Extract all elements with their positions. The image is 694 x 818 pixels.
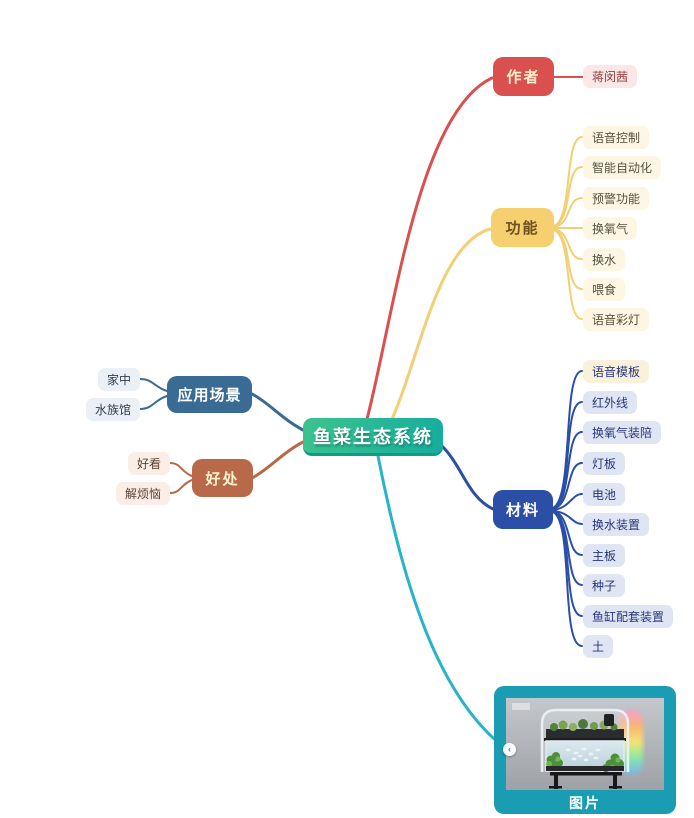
root-node[interactable]: 鱼菜生态系统: [303, 418, 443, 456]
node-scene-home[interactable]: 家中: [97, 368, 140, 391]
node-material-mainboard[interactable]: 主板: [583, 544, 626, 567]
edges-scenes-children: [139, 378, 168, 410]
fish-tank-photo: [506, 698, 664, 790]
edge-root-features: [390, 227, 492, 421]
edges-benefits-children: [169, 462, 193, 494]
node-feature-oxygen[interactable]: 换氧气: [583, 217, 638, 240]
edges-materials-children: [552, 370, 583, 647]
edge-root-materials: [441, 445, 495, 511]
node-feature-water-change[interactable]: 换水: [583, 248, 626, 271]
node-feature-voice-control[interactable]: 语音控制: [583, 126, 650, 149]
node-feature-voice-light[interactable]: 语音彩灯: [583, 308, 650, 331]
node-material-water-change-device[interactable]: 换水装置: [583, 513, 650, 536]
branch-scenes[interactable]: 应用场景: [167, 376, 252, 413]
node-material-battery[interactable]: 电池: [583, 483, 626, 506]
edges-features-children: [553, 136, 583, 320]
edge-root-benefits: [250, 440, 305, 480]
node-material-infrared[interactable]: 红外线: [583, 391, 638, 414]
edge-root-scenes: [250, 392, 305, 432]
node-material-oxygen-device[interactable]: 换氧气装陪: [583, 421, 662, 444]
branch-features[interactable]: 功能: [491, 208, 554, 247]
node-feature-warning[interactable]: 预警功能: [583, 187, 650, 210]
node-feature-smart-automation[interactable]: 智能自动化: [583, 156, 662, 179]
node-benefit-nice-looking[interactable]: 好看: [127, 452, 170, 475]
node-scene-aquarium[interactable]: 水族馆: [85, 398, 140, 421]
node-feature-feeding[interactable]: 喂食: [583, 278, 626, 301]
image-node-label: 图片: [569, 795, 601, 811]
branch-materials[interactable]: 材料: [493, 490, 553, 529]
branch-author[interactable]: 作者: [493, 57, 554, 96]
node-material-seeds[interactable]: 种子: [583, 574, 626, 597]
collapse-handle-icon[interactable]: ‹: [503, 743, 516, 756]
node-material-voice-module[interactable]: 语音模板: [583, 360, 650, 383]
edge-root-author: [365, 76, 584, 421]
branch-image-card[interactable]: 图片 ‹: [494, 686, 676, 814]
node-material-soil[interactable]: 土: [583, 635, 614, 658]
node-material-light-board[interactable]: 灯板: [583, 452, 626, 475]
node-material-tank-accessories[interactable]: 鱼缸配套装置: [583, 605, 674, 628]
branch-benefits[interactable]: 好处: [192, 459, 253, 497]
node-benefit-relieve-worry[interactable]: 解烦恼: [115, 482, 170, 505]
edge-root-image: [376, 454, 507, 750]
node-author-name[interactable]: 蒋闵茜: [583, 65, 638, 88]
